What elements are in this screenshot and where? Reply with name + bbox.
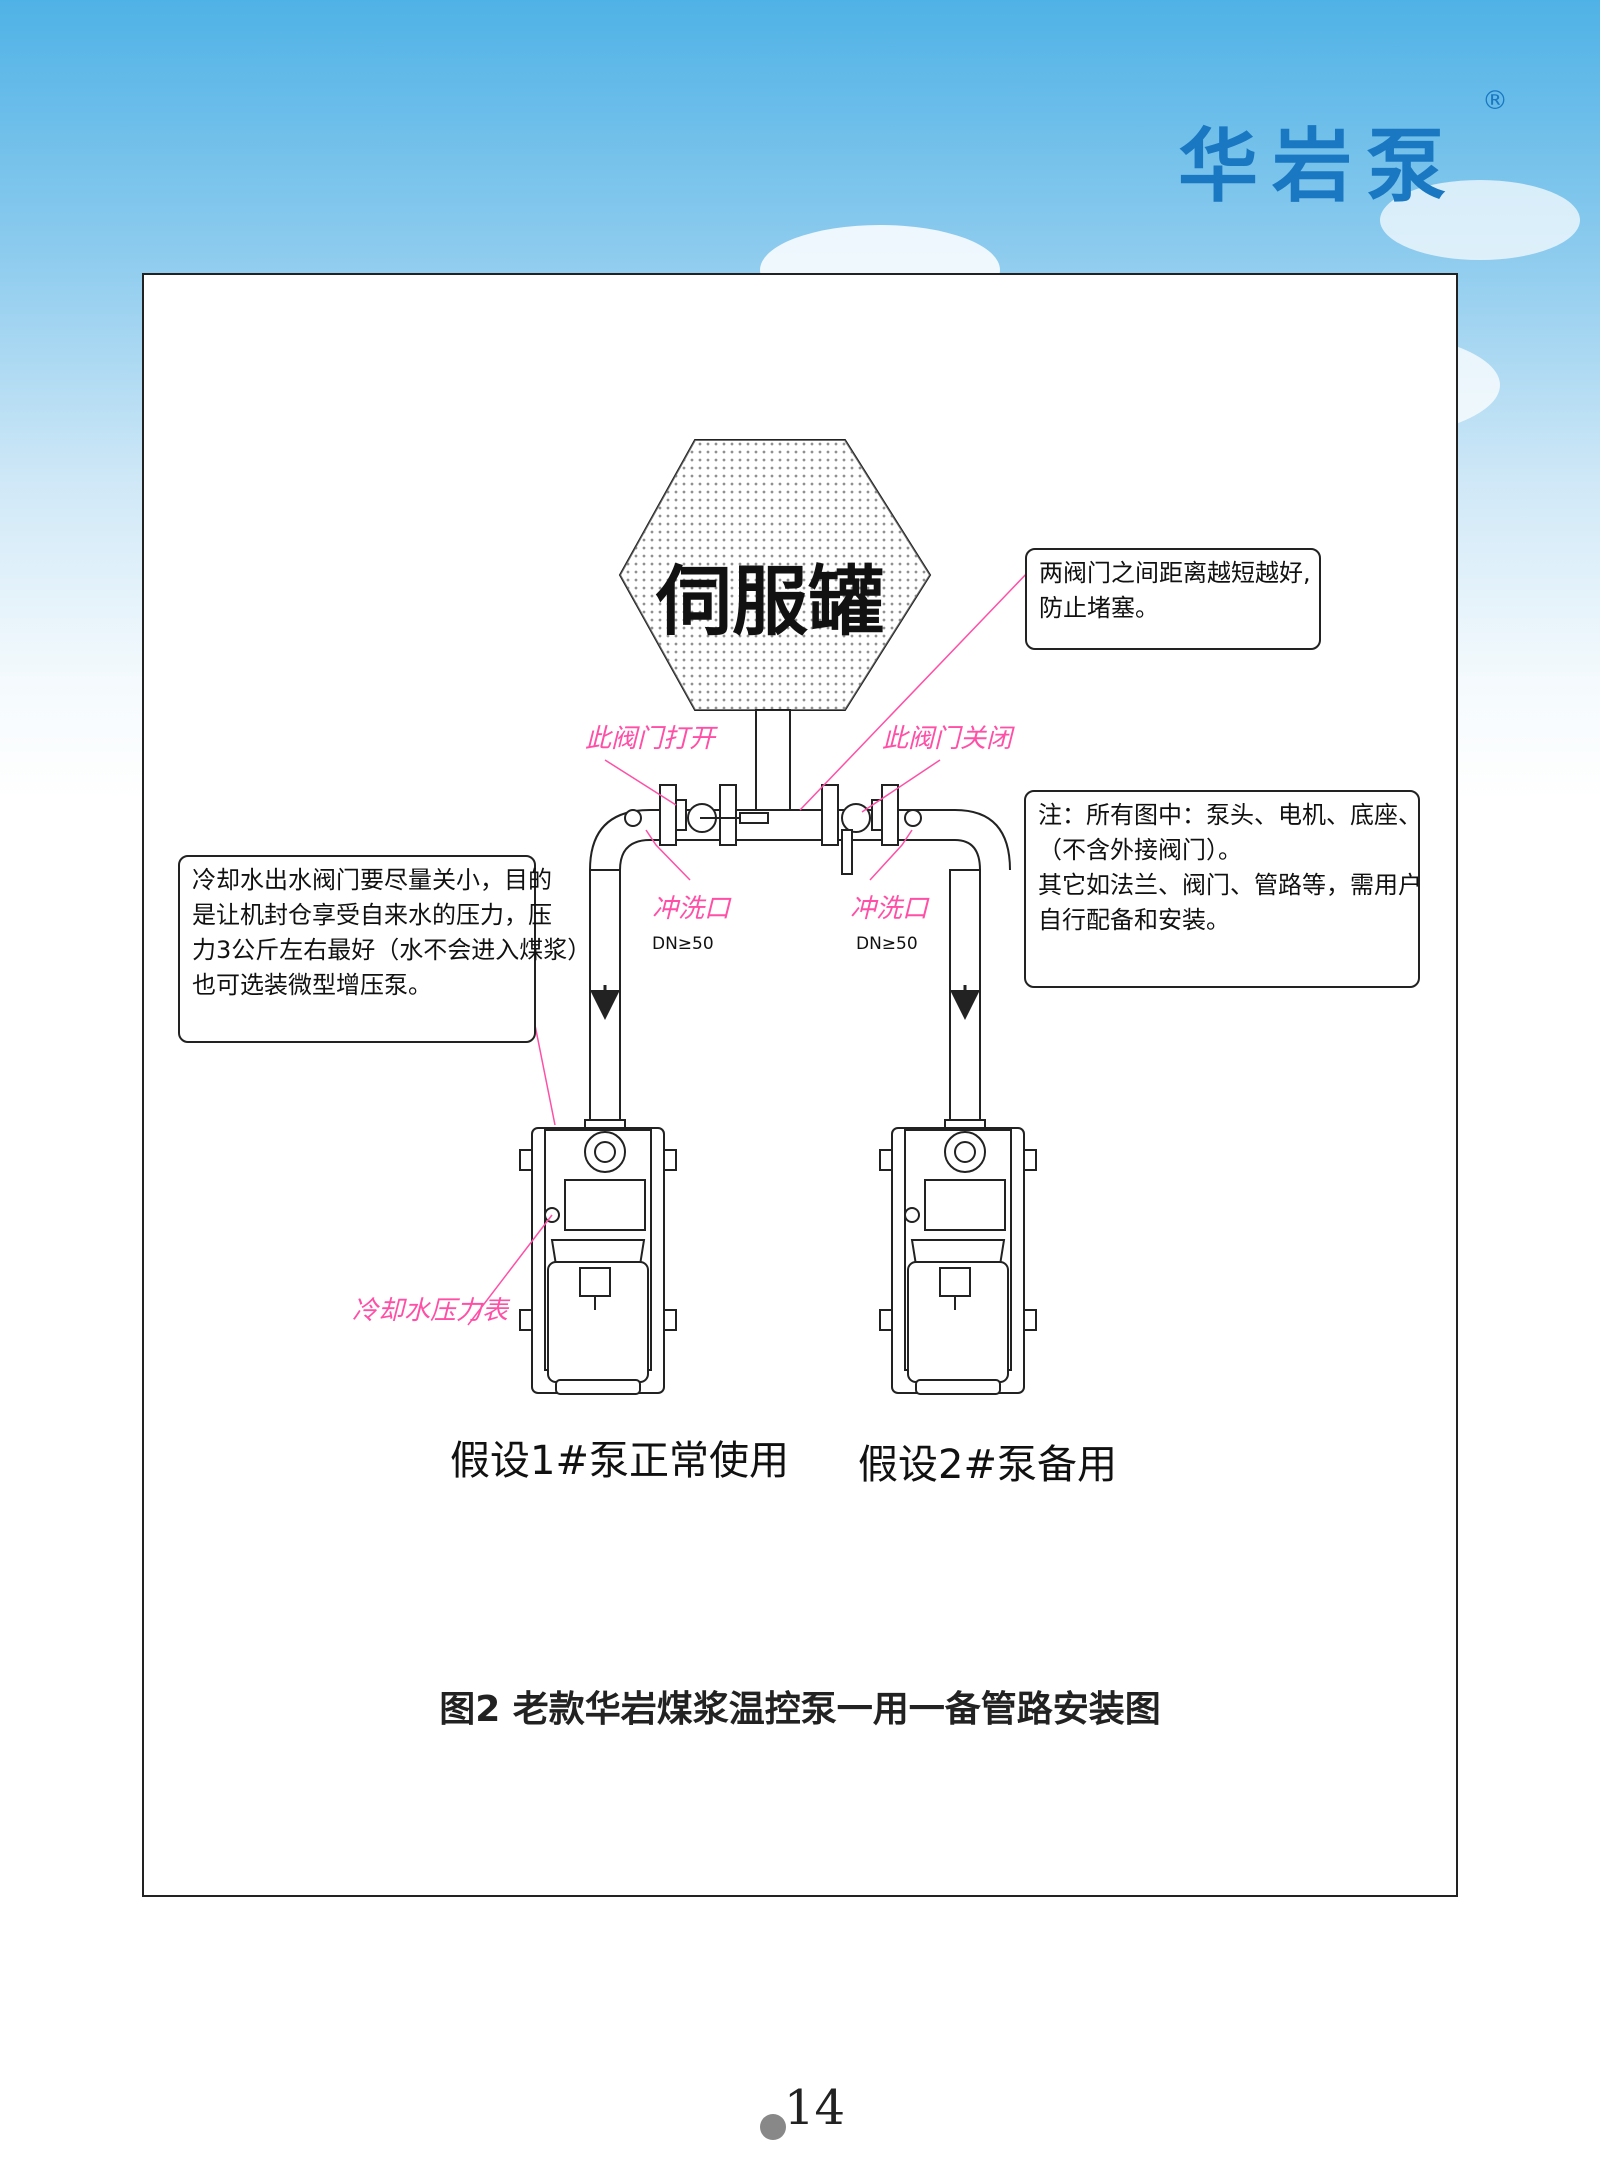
servo-tank-label: 伺服罐 — [656, 557, 884, 646]
figure-caption: 图2 老款华岩煤浆温控泵一用一备管路安装图 — [439, 1689, 1161, 1730]
page-number-dot — [760, 2114, 786, 2140]
note-line: 冷却水出水阀门要尽量关小，目的 — [192, 866, 552, 894]
pump2-label: 假设2#泵备用 — [858, 1442, 1117, 1488]
note-line: 其它如法兰、阀门、管路等，需用户 — [1038, 871, 1422, 899]
flush-port-left-label: 冲洗口 — [652, 894, 731, 924]
note-line: （不含外接阀门）。 — [1038, 836, 1242, 864]
valve-closed-label: 此阀门关闭 — [882, 724, 1013, 754]
note-general: 注：所有图中：泵头、电机、底座、 （不含外接阀门）。 其它如法兰、阀门、管路等，… — [1024, 790, 1422, 988]
pump-2 — [879, 1119, 1037, 1395]
servo-tank — [618, 439, 932, 711]
pump-1 — [519, 1119, 677, 1395]
flush-port-left-dn: DN≥50 — [652, 934, 714, 954]
header-pipe — [589, 809, 1011, 871]
note-line: 力3公斤左右最好（水不会进入煤浆） — [192, 936, 592, 964]
note-valve-distance: 两阀门之间距离越短越好, 防止堵塞。 — [1025, 548, 1321, 650]
cooling-gauge-label: 冷却水压力表 — [352, 1296, 509, 1326]
note-line: 两阀门之间距离越短越好, — [1039, 559, 1311, 587]
flush-port-right-label: 冲洗口 — [850, 894, 929, 924]
flush-port-right-dn: DN≥50 — [856, 934, 918, 954]
brand-logo: 华岩泵 — [1178, 120, 1460, 213]
note-line: 也可选装微型增压泵。 — [192, 971, 432, 999]
right-valve — [821, 784, 922, 875]
left-valve — [624, 784, 769, 846]
page-number: 14 — [784, 2080, 846, 2136]
annotation-leaders — [467, 569, 1031, 1326]
valve-open-label: 此阀门打开 — [585, 724, 716, 754]
registered-mark: ® — [1482, 86, 1508, 116]
tank-outlet-pipe — [755, 709, 791, 811]
cloud — [1380, 180, 1580, 260]
note-line: 防止堵塞。 — [1039, 594, 1159, 622]
pump1-label: 假设1#泵正常使用 — [450, 1438, 789, 1484]
note-line: 自行配备和安装。 — [1038, 906, 1230, 934]
note-cooling-water: 冷却水出水阀门要尽量关小，目的 是让机封仓享受自来水的压力，压 力3公斤左右最好… — [178, 855, 592, 1043]
note-line: 注：所有图中：泵头、电机、底座、 — [1038, 801, 1422, 829]
note-line: 是让机封仓享受自来水的压力，压 — [192, 901, 552, 929]
